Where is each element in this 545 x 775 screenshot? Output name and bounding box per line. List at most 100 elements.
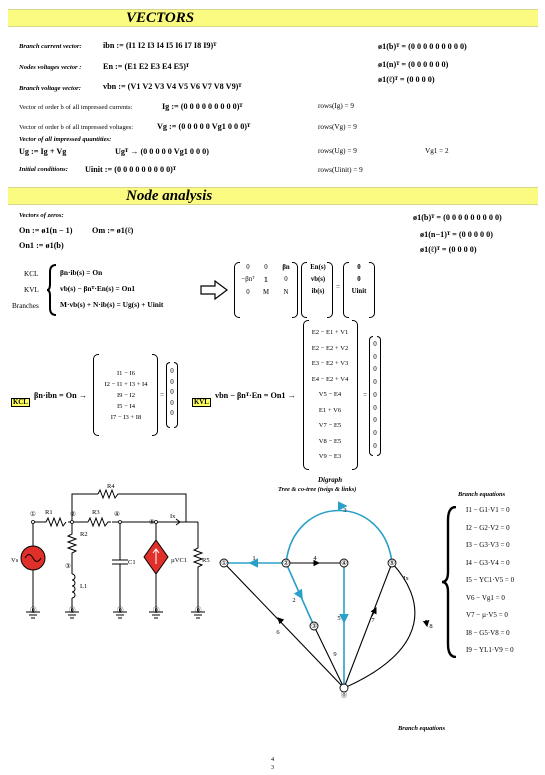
m22: 𝟙 [263, 277, 269, 284]
footer-caption: Branch equations [398, 725, 446, 732]
x-left-bracket [301, 262, 307, 318]
zero-n1-result: ø1(n−1)ᵀ = (0 0 0 0 0) [420, 230, 493, 239]
graph-node: ③ [311, 622, 317, 630]
m11: 0 [246, 264, 250, 271]
rhs-right-bracket [369, 262, 375, 318]
rows-ig: rows(Ig) = 9 [318, 102, 354, 110]
node-label: ⓪ [195, 606, 202, 614]
l1-label: L1 [80, 583, 87, 590]
zero-om-def: Om := ø1(ℓ) [92, 226, 134, 235]
kvl-col-right-bracket [352, 320, 358, 470]
zero-b-eq: ø1(b)ᵀ = (0 0 0 0 0 0 0 0 0) [378, 42, 467, 51]
kvl-row: E4 − E2 + V4 [311, 375, 349, 383]
x2: vb(s) [310, 276, 326, 283]
system-brace-icon [46, 264, 57, 316]
graph-node: ⑤ [389, 559, 395, 567]
edge-label: 7 [371, 617, 375, 624]
branch-eq-item: I1 − G1·V1 = 0 [466, 506, 510, 514]
r5-label: R5 [202, 557, 210, 564]
edge-label: 6 [276, 629, 280, 636]
node-label: ⓪ [30, 606, 37, 614]
graph-node: ④ [341, 559, 347, 567]
node-label: ④ [114, 510, 120, 518]
kvl-col-left-bracket [303, 320, 309, 470]
section-banner-node-analysis: Node analysis [8, 187, 538, 205]
branch-eq-item: I4 − G3·V4 = 0 [466, 558, 510, 567]
node-label: ① [30, 510, 36, 518]
branch-eq-brace-icon [441, 506, 457, 658]
rhs-left-bracket [343, 262, 349, 318]
edge-label: 8 [429, 623, 432, 630]
c1-label: C1 [128, 559, 136, 566]
digraph-title: Digraph [318, 476, 343, 484]
kvl-row: V9 − E3 [318, 453, 342, 461]
r2-label: R2 [80, 531, 88, 538]
rows-vg: rows(Vg) = 9 [318, 123, 357, 131]
branch-eq-item: I3 − G3·V3 = 0 [466, 541, 510, 549]
zero-n-eq: ø1(n)ᵀ = (0 0 0 0 0 0) [378, 60, 449, 69]
kcl-row: I7 − I3 + I8 [110, 413, 142, 421]
branch-eq-item: I2 − G2·V2 = 0 [466, 523, 510, 532]
kcl-expanded-eq: βn·ibn = On → [34, 391, 87, 400]
zeros-label: Vectors of zeros: [19, 212, 64, 219]
ug-def: Ug := Ig + Vg [19, 147, 67, 156]
kvl-tag: KVL [192, 398, 211, 407]
vg1-value: Vg1 = 2 [425, 147, 449, 155]
kcl-zero-left-bracket [166, 362, 170, 428]
section-banner-vectors: VECTORS [8, 9, 538, 27]
r1: 0 [357, 264, 361, 271]
branch-eq-title: Branch equations [458, 491, 506, 498]
kvl-row: V7 − E5 [318, 422, 342, 430]
kvl-zero-right-bracket [377, 336, 381, 456]
kvl-equation: vb(s) − βnᵀ·En(s) = On1 [60, 284, 136, 293]
m12: 0 [264, 264, 268, 271]
m13: βn [282, 264, 290, 271]
x-right-bracket [327, 262, 333, 318]
matrix-right-bracket [292, 262, 298, 318]
kvl-zero-left-bracket [369, 336, 373, 456]
kcl-zero-right-bracket [174, 362, 178, 428]
branch-current-label: Branch current vector: [19, 43, 82, 50]
node-label: ⓪ [69, 606, 76, 614]
kcl-label: KCL [24, 270, 39, 278]
initial-conditions-label: Initial conditions: [19, 166, 68, 173]
branch-eq-item: I9 − YL1·V9 = 0 [466, 646, 514, 654]
initial-conditions-eq: Uinit := (0 0 0 0 0 0 0 0 0)ᵀ [85, 165, 177, 174]
system-equals: = [336, 283, 341, 291]
m23: 0 [284, 276, 288, 283]
node-label: ⓪ [153, 606, 160, 614]
node-label: ⓪ [117, 606, 124, 614]
node-voltage-eq: En := (E1 E2 E3 E4 E5)ᵀ [103, 62, 190, 71]
page-number-bottom: 3 [271, 764, 275, 771]
zero-on1-def: On1 := ø1(b) [19, 241, 64, 250]
kcl-row: I9 − I2 [116, 391, 135, 399]
circuit-schematic: R1 R2 R3 R4 R5 Vs L1 C1 Ix µVC1 ① ② ③ ④ … [11, 483, 210, 619]
graph-node: ① [221, 559, 227, 567]
branch-current-eq: ibn := (I1 I2 I3 I4 I5 I6 I7 I8 I9)ᵀ [103, 41, 217, 50]
graph-ix-label: Ix [403, 575, 409, 582]
kvl-label: KVL [24, 286, 39, 294]
x3: ib(s) [311, 288, 325, 295]
m31: 0 [246, 289, 250, 296]
branch-equation: M·vb(s) + N·ib(s) = Ug(s) + Uinit [60, 300, 164, 309]
zero-b-result: ø1(b)ᵀ = (0 0 0 0 0 0 0 0 0) [413, 213, 502, 222]
zero-on-def: On := ø1(n − 1) [19, 226, 73, 235]
zero-l-eq: ø1(ℓ)ᵀ = (0 0 0 0) [378, 75, 435, 84]
branch-eq-item: I8 − G5·V8 = 0 [466, 628, 510, 637]
rows-ug: rows(Ug) = 9 [318, 147, 357, 155]
kcl-col-right-bracket [152, 354, 158, 436]
kcl-tag: KCL [11, 398, 30, 407]
kcl-column: I1 − I6 I2 − I1 + I3 + I4 I9 − I2 I5 − I… [96, 354, 156, 436]
branches-label: Branches [12, 302, 39, 310]
r4-label: R4 [107, 483, 115, 490]
ix-label: Ix [170, 513, 176, 520]
m21: −βnᵀ [241, 276, 255, 283]
zero-l-result: ø1(ℓ)ᵀ = (0 0 0 0) [420, 245, 477, 254]
digraph-subtitle: Tree & co-tree (twigs & links) [278, 486, 357, 493]
impressed-currents-eq: Ig := (0 0 0 0 0 0 0 0 0)ᵀ [162, 102, 243, 111]
kcl-equals: = [160, 391, 165, 399]
kvl-column: E2 − E1 + V1 E2 − E2 + V2 E3 − E2 + V3 E… [306, 320, 354, 470]
edge-label: 3 [343, 507, 346, 514]
